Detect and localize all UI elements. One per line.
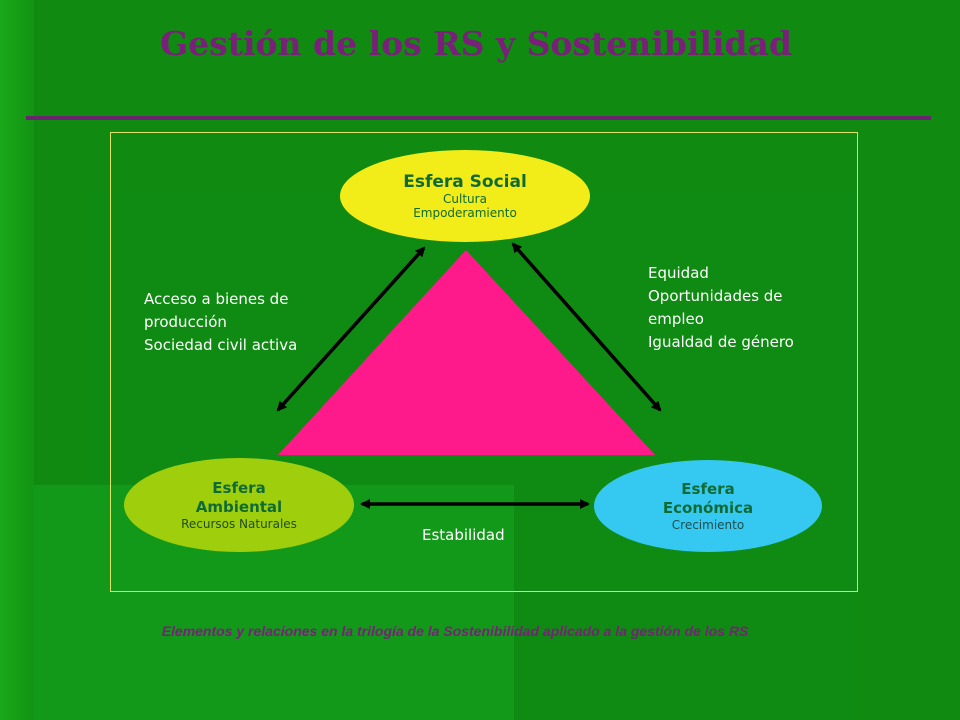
arrow-social-economica [511, 242, 662, 412]
sphere-ambiental: Esfera Ambiental Recursos Naturales [124, 458, 354, 552]
sphere-economica: Esfera Económica Crecimiento [594, 460, 822, 552]
relation-item: Equidad [648, 264, 709, 282]
diagram-caption: Elementos y relaciones en la trilogía de… [161, 623, 749, 639]
sphere-social-item: Cultura [443, 192, 487, 206]
relation-item: Acceso a bienes de producción [144, 290, 289, 331]
sphere-ambiental-name: Ambiental [195, 498, 283, 516]
relation-ambiental-economica: Estabilidad [422, 524, 505, 547]
central-triangle [278, 250, 655, 455]
relation-item: Igualdad de género [648, 333, 794, 351]
relation-item: Sociedad civil activa [144, 336, 298, 354]
relation-item: Oportunidades de empleo [648, 287, 783, 328]
sphere-social-item: Empoderamiento [413, 206, 517, 220]
sphere-ambiental-item: Recursos Naturales [181, 517, 297, 531]
sphere-economica-name: Esfera [681, 480, 735, 498]
background-strip [0, 0, 34, 720]
page-title: Gestión de los RS y Sostenibilidad [160, 24, 793, 63]
relation-item: Estabilidad [422, 526, 505, 544]
sphere-ambiental-name: Esfera [212, 479, 266, 497]
sphere-social: Esfera Social Cultura Empoderamiento [340, 150, 590, 242]
arrow-social-ambiental [276, 246, 426, 412]
sphere-economica-name: Económica [662, 499, 754, 517]
diagram-frame [110, 132, 858, 592]
relation-social-ambiental: Acceso a bienes de producción Sociedad c… [144, 288, 334, 357]
sphere-economica-item: Crecimiento [671, 518, 745, 532]
title-underline [26, 116, 931, 120]
relation-social-economica: Equidad Oportunidades de empleo Igualdad… [648, 262, 838, 354]
sphere-social-name: Esfera Social [403, 172, 527, 192]
